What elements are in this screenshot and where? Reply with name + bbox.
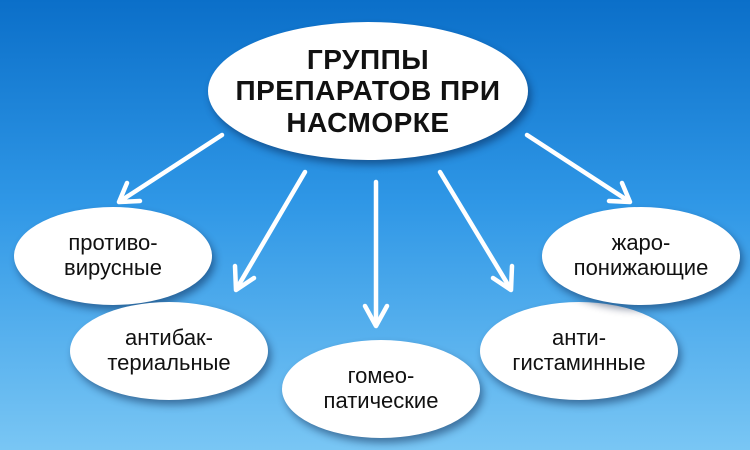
node-antipyretic-line-2: понижающие [573, 255, 709, 280]
node-antipyretic: жаро- понижающие [542, 207, 740, 305]
center-title-line-1: ГРУППЫ [306, 43, 430, 75]
arrow-to-antipyretic [524, 132, 633, 205]
node-homeopathic-line-1: гомео- [347, 363, 415, 389]
node-antibacterial: антибак- териальные [70, 302, 268, 400]
center-title-line-2: ПРЕПАРАТОВ ПРИ [235, 75, 501, 107]
center-title-line-3: НАСМОРКЕ [286, 106, 450, 138]
node-antiviral: противо- вирусные [14, 207, 212, 305]
node-antihistamine: анти- гистаминные [480, 302, 678, 400]
node-antipyretic-line-1: жаро- [611, 230, 671, 256]
node-homeopathic-line-2: патические [323, 388, 439, 413]
center-node: ГРУППЫ ПРЕПАРАТОВ ПРИ НАСМОРКЕ [208, 22, 528, 160]
arrow-to-antibacterial [232, 169, 308, 293]
node-homeopathic: гомео- патические [282, 340, 480, 438]
node-antihistamine-line-1: анти- [551, 325, 607, 351]
node-antiviral-line-1: противо- [68, 230, 158, 256]
node-antibacterial-line-2: териальные [107, 350, 231, 375]
node-antihistamine-line-2: гистаминные [512, 350, 646, 375]
arrow-to-homeopathic [362, 179, 390, 329]
arrow-to-antiviral [116, 132, 225, 205]
arrow-to-antihistamine [437, 169, 515, 293]
node-antiviral-line-2: вирусные [64, 255, 162, 280]
node-antibacterial-line-1: антибак- [124, 325, 214, 351]
